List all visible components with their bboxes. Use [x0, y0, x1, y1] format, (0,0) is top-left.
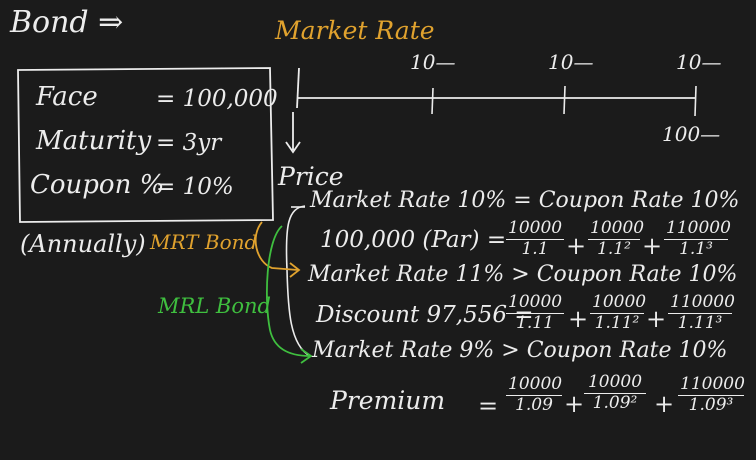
price-arrow — [285, 112, 301, 154]
mrt-bond-label: MRT Bond — [150, 230, 258, 254]
plus-sign: + — [646, 305, 667, 333]
bond-box-outline — [17, 67, 274, 223]
scenario-3-heading: Market Rate 9% > Coupon Rate 10% — [312, 338, 728, 363]
page-title: Bond ⇒ — [10, 5, 124, 40]
plus-sign: + — [642, 232, 663, 260]
timeline-start-tick — [296, 67, 300, 109]
timeline-tick-1 — [431, 87, 434, 115]
face-value: = 100,000 — [156, 86, 278, 112]
coupon-value: = 10% — [156, 174, 234, 200]
annually-note: (Annually) — [20, 230, 146, 258]
plus-sign: + — [654, 390, 675, 418]
scenario-3-result: Premium — [330, 386, 446, 415]
plus-sign: + — [568, 305, 589, 333]
scenario-bracket — [285, 205, 311, 357]
timeline-tick-2 — [563, 85, 566, 115]
scenario-1-heading: Market Rate 10% = Coupon Rate 10% — [310, 188, 740, 213]
price-label: Price — [278, 162, 344, 191]
market-rate-heading: Market Rate — [275, 16, 435, 45]
maturity-label: Maturity — [36, 126, 152, 156]
equals-sign: = — [478, 392, 499, 420]
scenario-1-result: 100,000 (Par) = — [320, 227, 507, 253]
mrl-bond-label: MRL Bond — [158, 294, 271, 318]
cash-flow-year-2: 10— — [548, 50, 594, 74]
timeline-tick-3 — [694, 85, 697, 117]
coupon-label: Coupon % — [30, 170, 165, 200]
principal-repayment: 100— — [662, 122, 721, 146]
face-label: Face — [36, 82, 98, 112]
cash-flow-year-1: 10— — [410, 50, 456, 74]
cash-flow-year-3: 10— — [676, 50, 722, 74]
scenario-2-heading: Market Rate 11% > Coupon Rate 10% — [308, 262, 738, 287]
plus-sign: + — [566, 232, 587, 260]
maturity-value: = 3yr — [156, 130, 222, 156]
mrl-arrow — [266, 225, 313, 364]
scenario-2-result: Discount 97,556 = — [316, 302, 534, 328]
mrt-arrow — [254, 221, 301, 278]
plus-sign: + — [564, 390, 585, 418]
